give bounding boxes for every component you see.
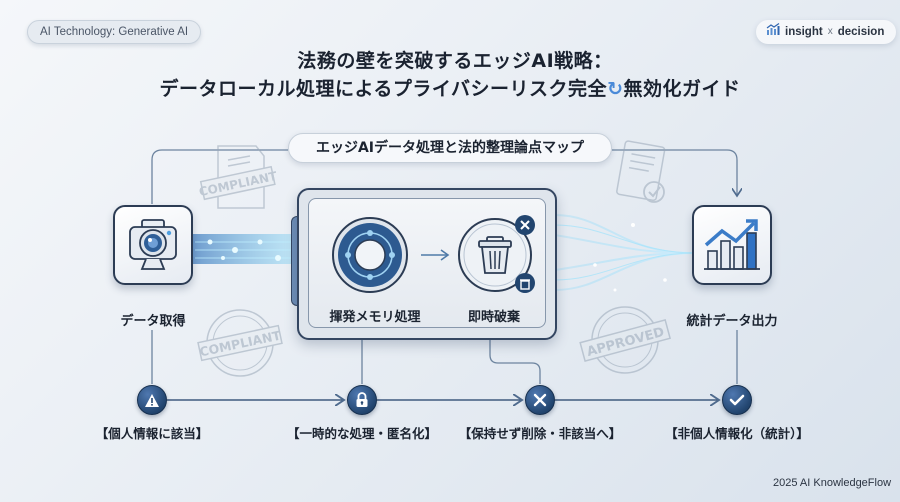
svg-text:COMPLIANT: COMPLIANT (198, 327, 282, 359)
node-label-data-capture: データ取得 (120, 314, 186, 329)
page-title-line-1: 法務の壁を突破するエッジAI戦略： (297, 50, 613, 72)
node-stats-output (692, 205, 772, 285)
bar-chart-up-icon (704, 219, 760, 270)
title-line-2-part-b: 無効化ガイド (623, 78, 741, 100)
node-label-stats-output: 統計データ出力 (686, 314, 778, 329)
node-label-volatile-memory: 揮発メモリ処理 (329, 310, 421, 325)
node-data-capture (113, 205, 193, 285)
brand-separator: x (827, 26, 833, 37)
brand-right: decision (837, 26, 885, 38)
approved-round-stamp: APPROVED (579, 306, 672, 374)
step-label-temporary-processing: 【一時的な処理・匿名化】 (286, 426, 437, 441)
compliant-document-stamp: COMPLIANT (198, 145, 278, 209)
step-lock (347, 385, 377, 415)
step-delete (525, 385, 555, 415)
step-label-non-personal-info: 【非個人情報化（統計）】 (665, 426, 809, 441)
category-chip: AI Technology: Generative AI (27, 20, 202, 44)
step-label-delete-without-retaining: 【保持せず削除・非該当へ】 (458, 426, 622, 441)
camera-icon (129, 219, 177, 270)
compliant-round-stamp: COMPLIANT (197, 309, 283, 377)
signed-document-check-icon (616, 140, 666, 203)
step-warning (137, 385, 167, 415)
page-title-line-2: データローカル処理によるプライバシーリスク完全↻無効化ガイド (0, 74, 900, 101)
step-check (722, 385, 752, 415)
lock-icon (356, 392, 368, 407)
title-line-2-part-a: データローカル処理によるプライバシーリスク完全 (159, 78, 608, 100)
data-stream-glow-right (555, 214, 695, 292)
step-label-personal-info: 【個人情報に該当】 (95, 426, 209, 441)
trash-icon (458, 215, 535, 293)
map-label: エッジAIデータ処理と法的整理論点マップ (288, 133, 612, 163)
processing-panel: 揮発メモリ処理 即時破棄 (297, 188, 557, 340)
arrow-right-icon (421, 249, 450, 261)
brand-left: insight (785, 26, 823, 38)
warning-icon (145, 393, 159, 407)
panel-side-tab (291, 216, 301, 306)
x-icon (533, 393, 547, 407)
check-icon (729, 394, 745, 406)
data-stream-glow-left (190, 234, 300, 264)
node-label-immediate-discard: 即時破棄 (467, 310, 520, 325)
brand-chip: insight x decision (756, 20, 897, 44)
footer-credit: 2025 AI KnowledgeFlow (773, 477, 892, 489)
memory-ring-icon (332, 217, 408, 293)
chart-up-icon (766, 20, 780, 44)
refresh-emoji-icon: ↻ (607, 78, 624, 100)
